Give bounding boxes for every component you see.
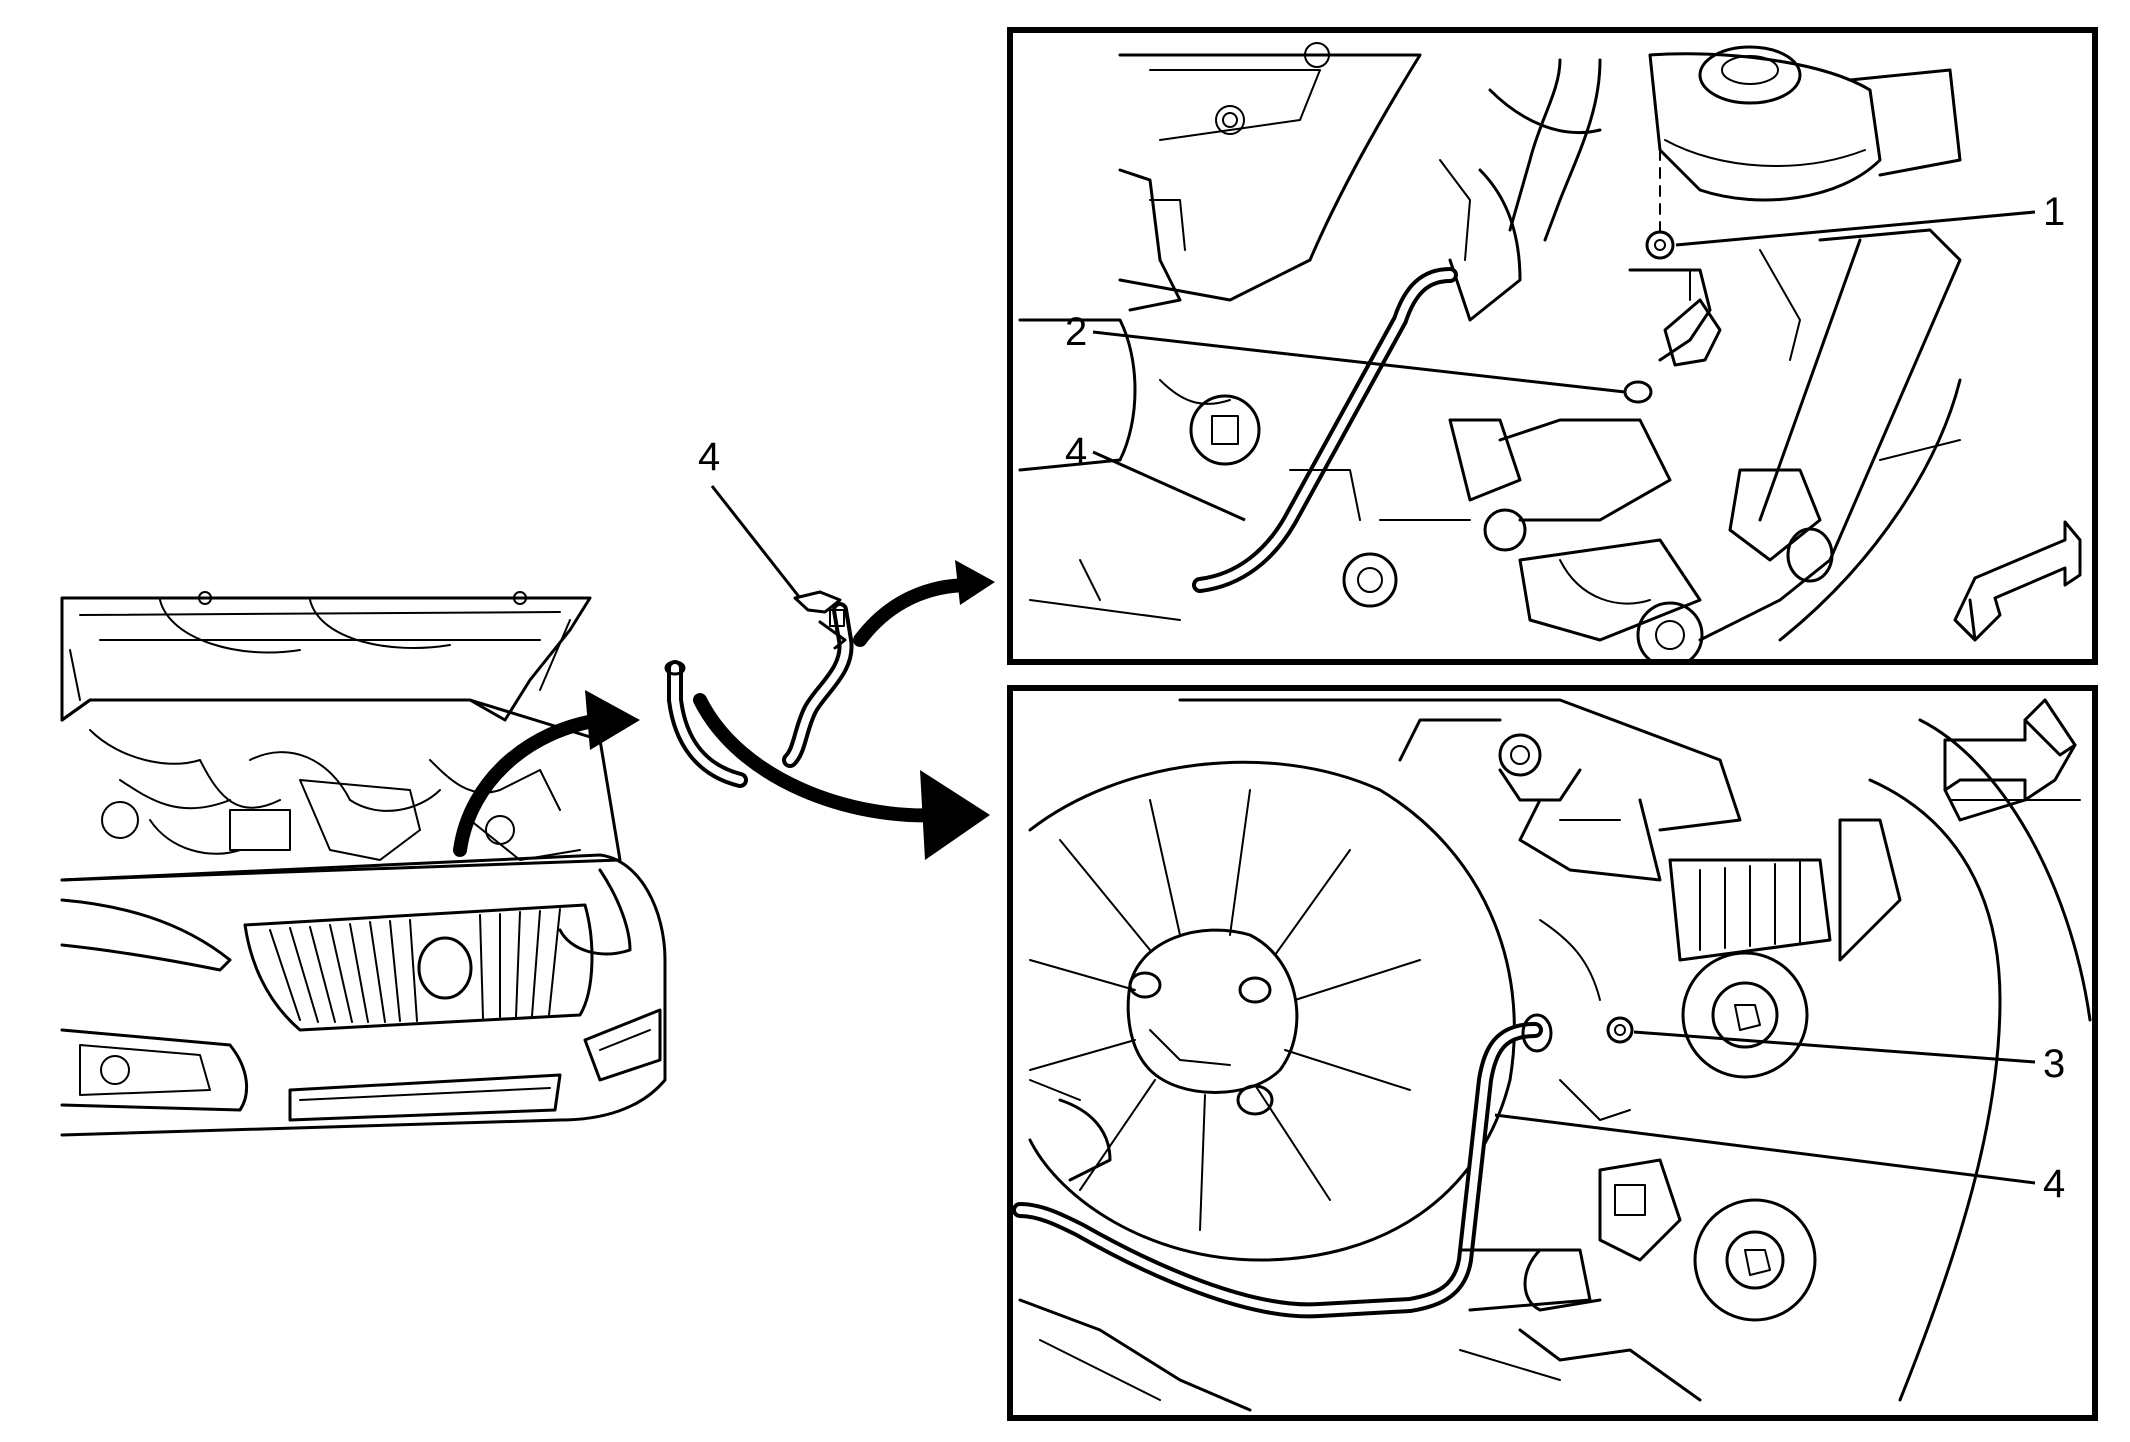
callout-top-hose: 4 <box>1065 430 1087 474</box>
direction-arrow-bottom: arrow-front-of-vehicle-icon <box>1943 698 2077 822</box>
direction-arrow-top: arrow-front-of-vehicle-icon <box>1953 520 2082 642</box>
callout-bottom-hose: 4 <box>2043 1162 2065 1206</box>
callout-top-nut: 1 <box>2043 190 2065 234</box>
vehicle-overview <box>60 591 667 1137</box>
callout-top-clip: 2 <box>1065 310 1087 354</box>
removed-hose-parts <box>664 560 995 860</box>
detail-panel-top: arrow-front-of-vehicle-icon <box>1007 27 2098 665</box>
callout-bottom-nut: 3 <box>2043 1042 2065 1086</box>
callout-hose-overview: 4 <box>698 435 720 479</box>
